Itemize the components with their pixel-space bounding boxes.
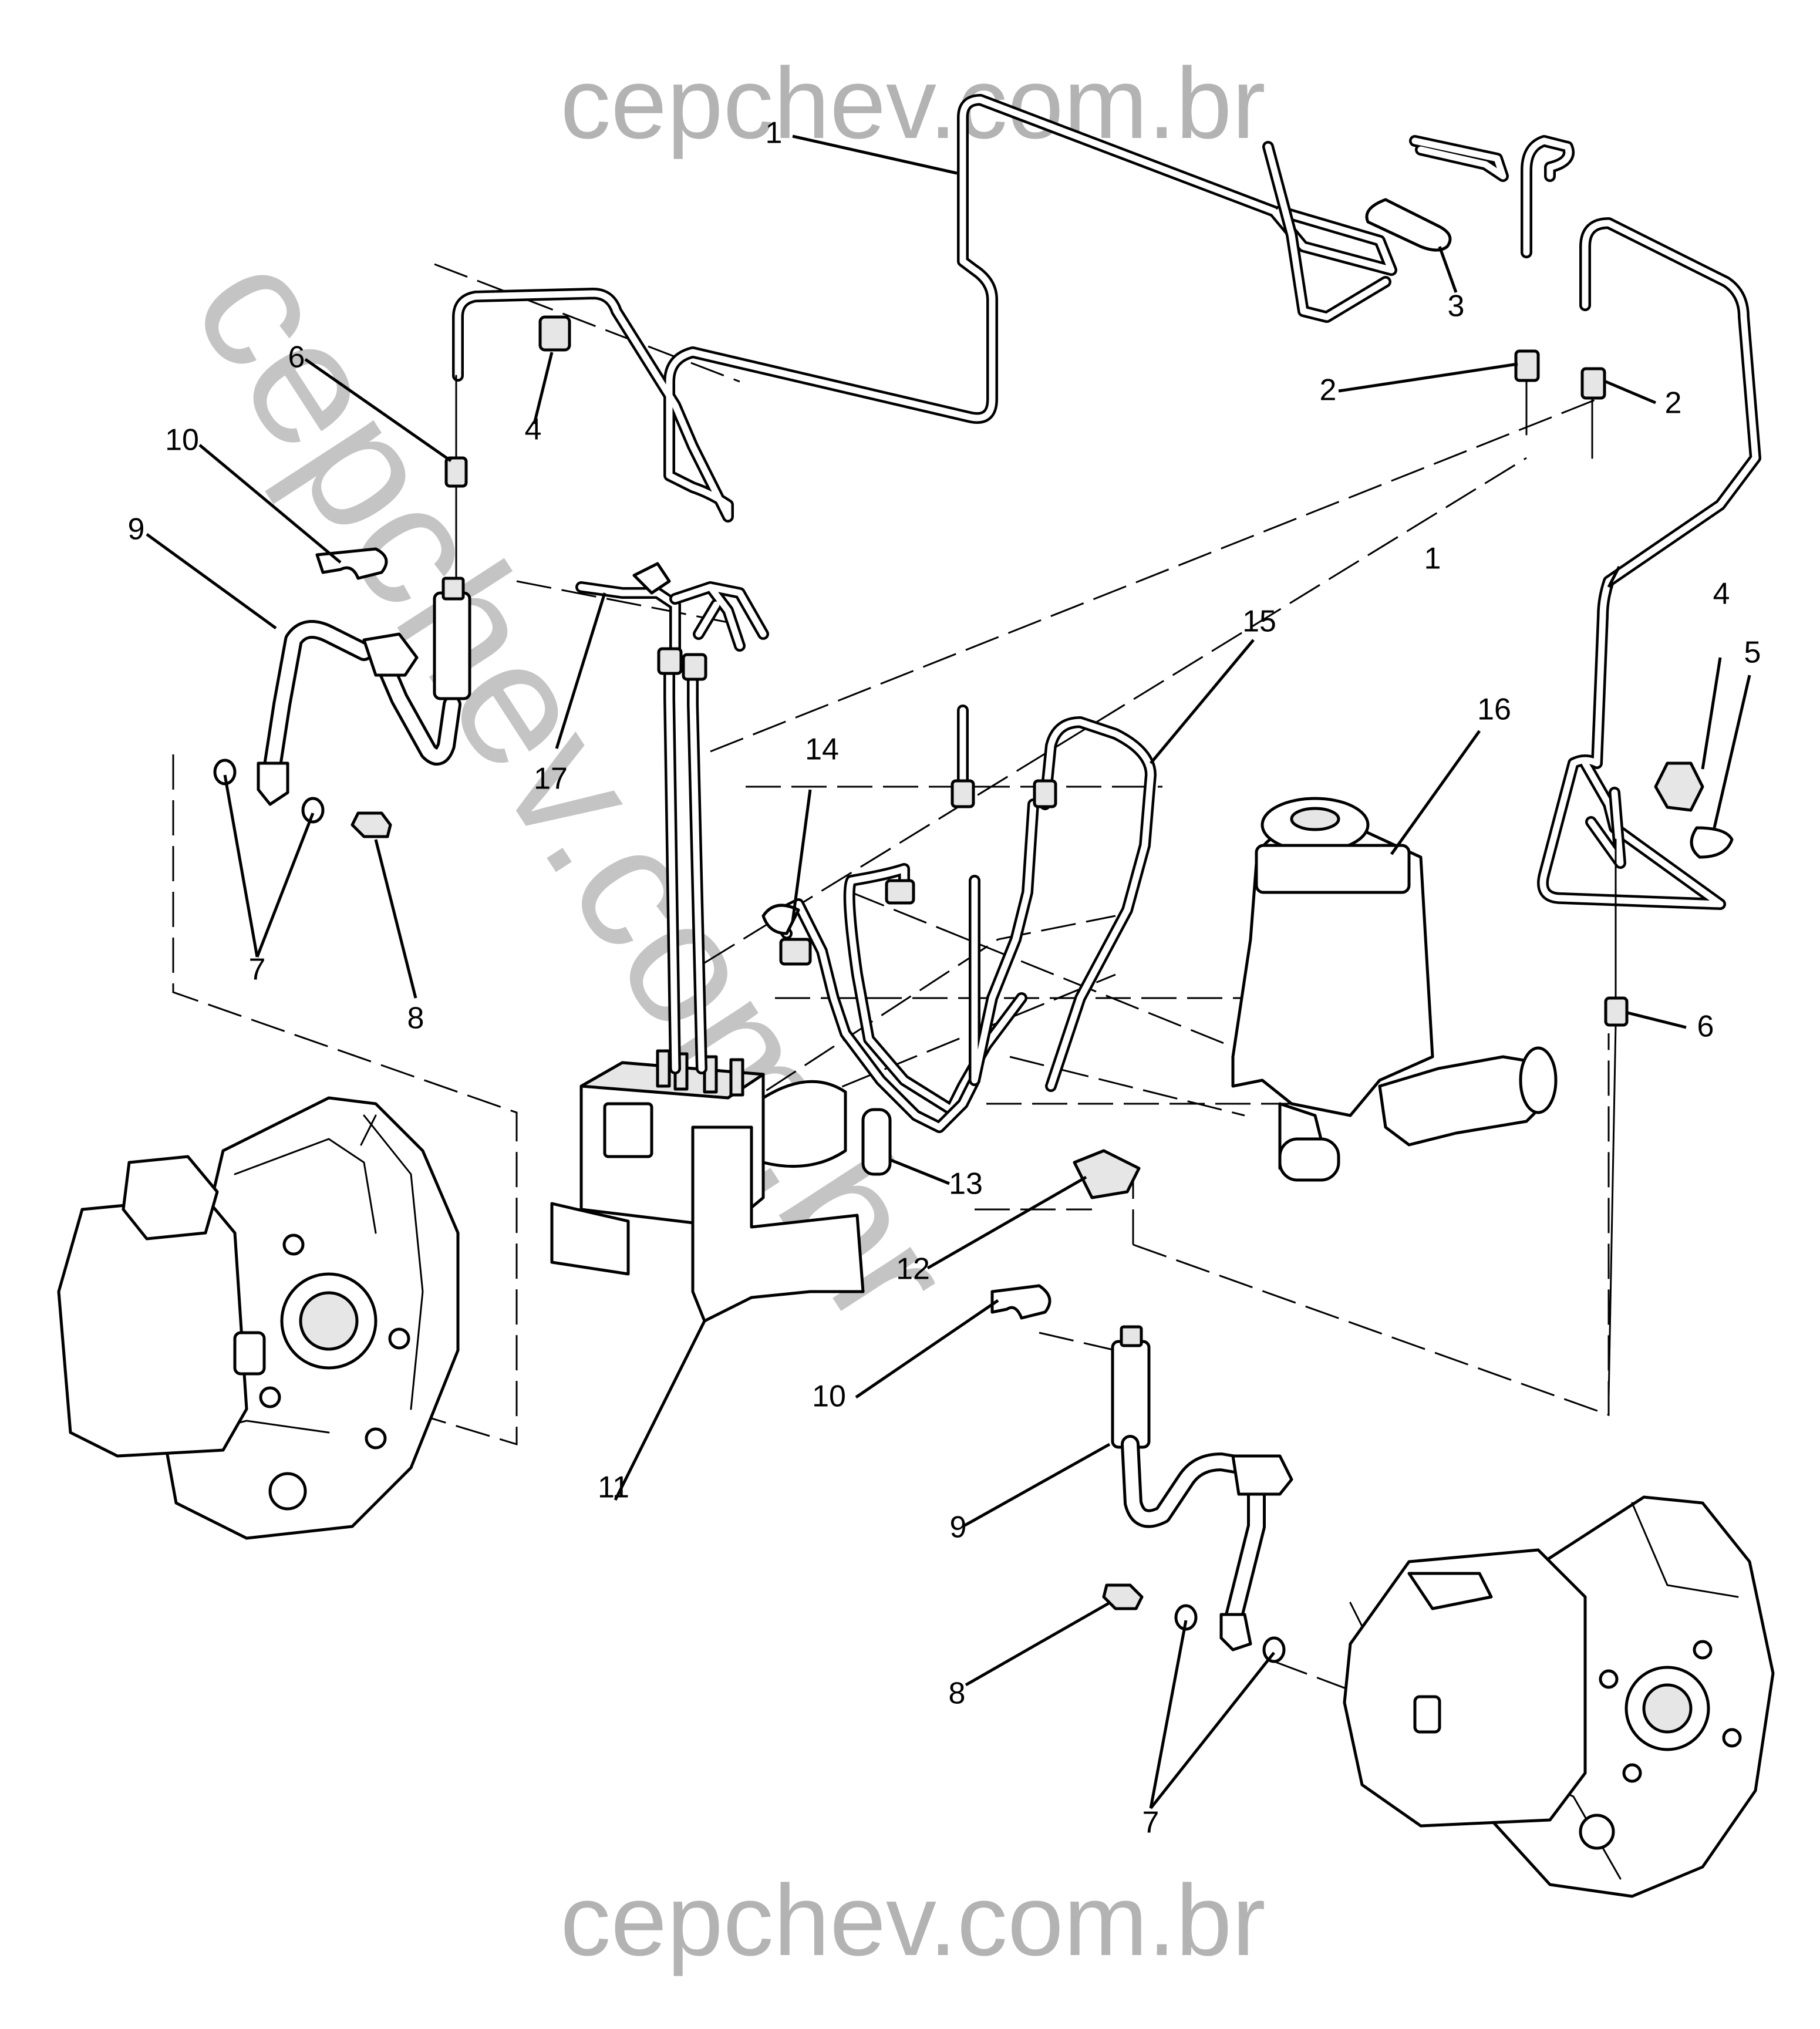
bolt-8b bbox=[1102, 1583, 1144, 1610]
callout-15: 15 bbox=[1242, 605, 1276, 639]
leader-lines bbox=[146, 134, 1751, 1809]
callout-9-right: 9 bbox=[950, 1511, 967, 1545]
washers-bolts bbox=[213, 759, 1286, 1663]
pipe-clip-12 bbox=[1073, 1149, 1141, 1199]
tube-nut-2b bbox=[1580, 367, 1606, 400]
callout-6-right: 6 bbox=[1697, 1010, 1714, 1044]
pipe-clip-4b bbox=[1654, 761, 1704, 812]
washer-7d bbox=[1262, 1636, 1286, 1663]
callout-16: 16 bbox=[1477, 693, 1511, 727]
watermark-top: cepchev.com.br bbox=[560, 47, 1265, 160]
abs-pipes bbox=[575, 562, 1157, 1199]
pipe-sleeve-3 bbox=[1365, 198, 1452, 252]
callout-4-left: 4 bbox=[525, 413, 542, 447]
fittings bbox=[444, 349, 1629, 1398]
tube-nut-6b bbox=[1604, 996, 1629, 1027]
brake-caliper-rotor-right bbox=[1343, 1495, 1775, 1898]
washer-7b bbox=[301, 797, 325, 824]
callout-12: 12 bbox=[896, 1252, 930, 1286]
callout-4-right: 4 bbox=[1713, 577, 1730, 611]
master-cylinder-16 bbox=[1231, 797, 1558, 1182]
callout-1-right: 1 bbox=[1424, 542, 1441, 576]
clips bbox=[538, 198, 1734, 859]
abs-modulator-11 bbox=[550, 1049, 865, 1323]
callout-10-right: 10 bbox=[812, 1380, 846, 1414]
callout-7-right: 7 bbox=[1142, 1806, 1160, 1840]
callout-17: 17 bbox=[534, 762, 568, 796]
hose-clip-10b bbox=[990, 1284, 1051, 1320]
callout-10-left: 10 bbox=[165, 423, 199, 457]
pipe-sleeve-5 bbox=[1690, 826, 1734, 859]
callout-3: 3 bbox=[1448, 289, 1465, 323]
callout-2-right: 2 bbox=[1665, 386, 1682, 420]
callout-14: 14 bbox=[805, 733, 839, 767]
callout-11: 11 bbox=[598, 1471, 629, 1505]
callout-labels: 1 1 2 2 3 4 4 5 6 6 7 7 8 8 9 9 10 10 11… bbox=[128, 116, 1761, 1840]
brake-hose-right bbox=[990, 1284, 1293, 1651]
tube-nut-6a bbox=[444, 456, 468, 488]
callout-2-left: 2 bbox=[1320, 373, 1337, 407]
callout-9-left: 9 bbox=[128, 513, 145, 547]
sleeve-13 bbox=[861, 1108, 892, 1176]
brake-caliper-rotor-left bbox=[57, 1096, 460, 1540]
brake-pipe-main bbox=[452, 94, 1761, 910]
bolt-8a bbox=[350, 811, 392, 838]
callout-5: 5 bbox=[1744, 636, 1761, 670]
callout-8-right: 8 bbox=[949, 1677, 966, 1711]
callout-1-top: 1 bbox=[766, 116, 783, 150]
callout-6-left: 6 bbox=[288, 341, 305, 375]
tube-nut-2a bbox=[1514, 349, 1540, 382]
callout-8-left: 8 bbox=[407, 1002, 424, 1036]
callout-7-left: 7 bbox=[249, 953, 266, 987]
washer-7a bbox=[213, 759, 237, 786]
pipe-clip-4a bbox=[538, 315, 571, 352]
watermark-bottom: cepchev.com.br bbox=[560, 1864, 1265, 1977]
washer-7c bbox=[1174, 1604, 1198, 1631]
brake-hose-left bbox=[257, 547, 471, 806]
callout-13: 13 bbox=[949, 1167, 983, 1201]
